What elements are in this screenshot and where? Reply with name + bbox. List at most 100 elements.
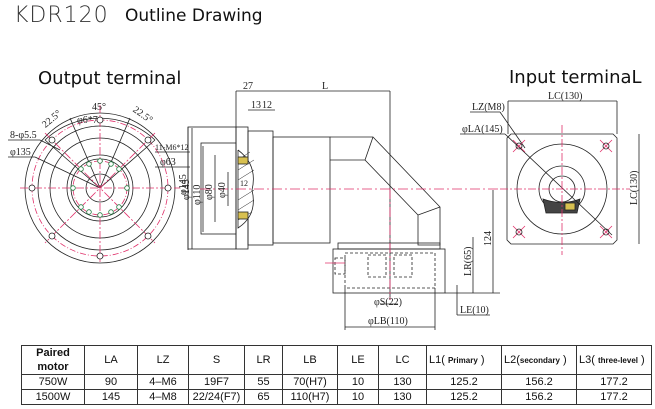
mounting-hole	[515, 228, 523, 236]
table-cell: 65	[244, 389, 283, 405]
table-cell: 130	[378, 389, 427, 405]
table-cell: 110(H7)	[282, 389, 338, 405]
tapped-hole	[124, 185, 130, 191]
dim-12-label: 12	[262, 100, 272, 111]
lz-label: LZ(M8)	[472, 102, 505, 113]
dia-80-label: φ80	[204, 184, 215, 200]
output-terminal-label: Output terminal	[38, 68, 182, 89]
header-cell: Paired motor	[21, 345, 85, 375]
hidden-hole	[393, 254, 413, 278]
mounting-hole	[602, 142, 610, 150]
header-cell-l1: L1( Primary )	[426, 345, 502, 375]
tapped-hole	[116, 204, 122, 210]
table-cell: 145	[84, 389, 138, 405]
gear-housing	[272, 136, 331, 244]
hidden-hole	[367, 254, 387, 278]
table-cell: 156.2	[501, 374, 577, 390]
side-view-labels: 27 13 12 L φ145 φ110 φ80 φ40 12 124 LR(6…	[181, 81, 494, 327]
tapped-hole	[86, 161, 92, 167]
dim-27-label: 27	[243, 81, 253, 92]
bolt-hole	[164, 184, 172, 192]
leader-line	[504, 133, 613, 236]
bolt-hole	[48, 232, 56, 240]
la-label: φLA(145)	[462, 124, 503, 135]
inner-dia-label: φ63	[160, 157, 176, 168]
input-terminal-label: Input terminaL	[509, 67, 642, 88]
table-cell: 90	[84, 374, 138, 390]
bolt-hole	[48, 136, 56, 144]
leader-line	[39, 139, 61, 151]
tapped-hole	[108, 161, 114, 167]
angled-housing	[330, 136, 441, 246]
input-flange-view	[460, 100, 640, 255]
table-cell: 1500W	[21, 389, 85, 405]
tapped-hole	[108, 209, 114, 215]
mounting-hole	[515, 142, 523, 150]
model-title: KDR120	[14, 3, 109, 28]
header-cell: S	[188, 345, 245, 375]
tapped-hole	[86, 209, 92, 215]
leader-line	[34, 156, 101, 189]
bolt-circle-label: φ135	[10, 147, 31, 158]
dim-13-label: 13	[251, 100, 261, 111]
outer-dia-label: φ145	[178, 174, 189, 195]
header-cell: LC	[378, 345, 427, 375]
pin-holes-label: φ6*7	[77, 115, 98, 126]
angle-top-label: 45°	[92, 102, 106, 113]
clamp-screw	[564, 202, 576, 211]
bolt-hole	[28, 184, 36, 192]
table-cell: 177.2	[576, 389, 652, 405]
tapped-hole	[78, 204, 84, 210]
header-cell: LA	[84, 345, 138, 375]
bolt-holes-label: 8-φ5.5	[10, 130, 37, 141]
table-cell: 55	[244, 374, 283, 390]
lc-side-label: LC(130)	[629, 171, 640, 205]
header-cell: LZ	[137, 345, 189, 375]
lc-top-label: LC(130)	[548, 91, 582, 102]
dia-145-label: φ145	[181, 179, 192, 200]
output-view-labels: 22.5° 45° 22.5° φ6*7 8-φ5.5 φ135 11-M6*1…	[10, 102, 189, 195]
leader-line	[44, 139, 101, 189]
leader-line	[99, 139, 156, 189]
tapped-hole	[70, 185, 76, 191]
drawing-subtitle: Outline Drawing	[125, 6, 263, 26]
lb-label: φLB(110)	[368, 316, 408, 327]
table-cell: 19F7	[188, 374, 245, 390]
hidden-hole	[334, 257, 346, 275]
bolt-hole	[144, 136, 152, 144]
table-cell: 750W	[21, 374, 85, 390]
table-cell: 125.2	[426, 374, 502, 390]
tapped-holes-label: 11-M6*12	[155, 143, 188, 152]
housing-edge	[417, 206, 441, 216]
dia-110-label: φ110	[192, 185, 203, 205]
table-cell: 130	[378, 374, 427, 390]
leader-line	[69, 117, 101, 189]
diagonal-centerline	[44, 132, 156, 244]
input-adapter	[332, 248, 446, 294]
bolt-hole	[96, 252, 104, 260]
bolt-hole	[96, 116, 104, 124]
tapped-hole	[97, 158, 103, 164]
table-cell: 70(H7)	[282, 374, 338, 390]
leader-line	[99, 117, 131, 189]
table-row: 1500W 145 4–M8 22/24(F7) 65 110(H7) 10 1…	[21, 389, 652, 405]
header-cell: LE	[337, 345, 379, 375]
table-cell: 4–M6	[137, 374, 189, 390]
tapped-hole-section	[237, 156, 249, 165]
tapped-hole	[78, 166, 84, 172]
tapped-hole-section	[237, 211, 249, 220]
header-cell: LR	[244, 345, 283, 375]
input-square-flange	[506, 133, 618, 245]
lr-label: LR(65)	[463, 247, 474, 276]
tapped-hole	[97, 212, 103, 218]
table-cell: 10	[337, 374, 379, 390]
table-cell: 156.2	[501, 389, 577, 405]
dim-L-label: L	[322, 81, 328, 92]
table-cell: 177.2	[576, 374, 652, 390]
table-cell: 125.2	[426, 389, 502, 405]
tapped-hole	[116, 166, 122, 172]
angle-left-label: 22.5°	[40, 108, 64, 130]
output-flange-view	[8, 105, 190, 264]
table-cell: 4–M8	[137, 389, 189, 405]
bolt-hole	[144, 232, 152, 240]
